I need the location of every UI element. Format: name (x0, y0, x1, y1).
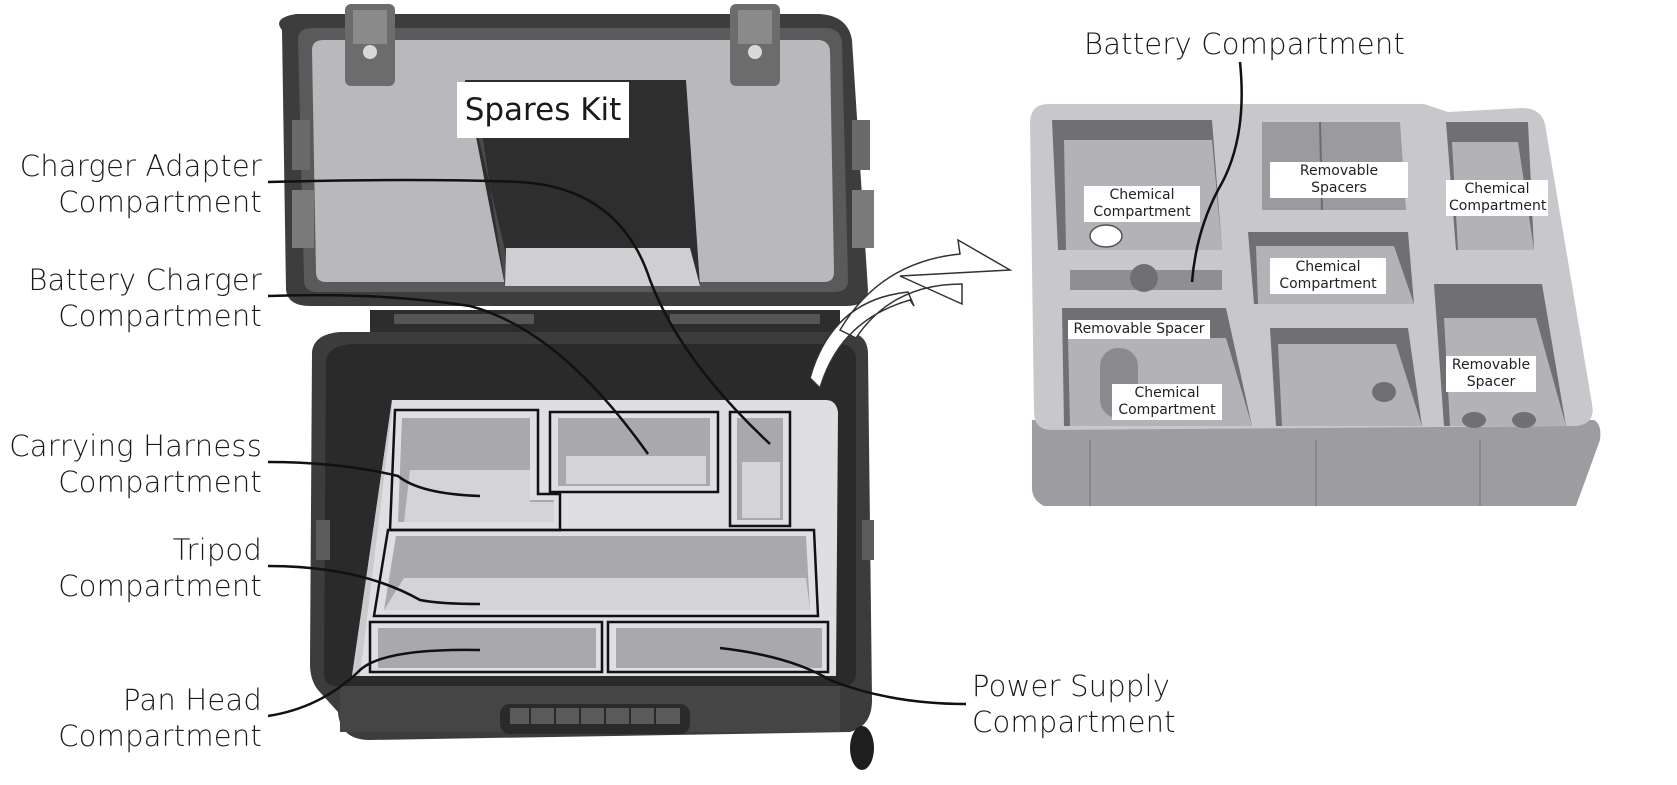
battery-compartment-label: Battery Compartment (1084, 27, 1406, 61)
leader-pan-head (267, 648, 481, 718)
chemical-compartment-tag-2: Chemical Compartment (1446, 180, 1548, 216)
label-line: Pan Head (123, 683, 262, 717)
removable-spacer-tag-1: Removable Spacer (1068, 320, 1210, 339)
label-line: Compartment (58, 185, 262, 219)
charger-adapter-label: Charger Adapter Compartment (10, 148, 262, 220)
tag-line: Removable (1451, 357, 1531, 373)
removable-spacer-tag-2: Removable Spacer (1446, 356, 1536, 392)
tag-line: Chemical (1134, 385, 1200, 401)
tripod-label: Tripod Compartment (10, 532, 262, 604)
label-line: Power Supply (972, 669, 1171, 703)
tag-line: Compartment (1279, 276, 1377, 292)
carrying-harness-label: Carrying Harness Compartment (4, 428, 262, 500)
tag-line: Compartment (1093, 204, 1191, 220)
label-line: Compartment (58, 465, 262, 499)
spares-kit-label: Spares Kit (457, 82, 629, 138)
curved-arrow (809, 238, 1013, 390)
label-line: Battery Charger (28, 263, 262, 297)
tag-line: Chemical (1109, 187, 1175, 203)
chemical-compartment-tag-4: Chemical Compartment (1112, 384, 1222, 420)
pan-head-label: Pan Head Compartment (10, 682, 262, 754)
leader-battery-compartment (1190, 61, 1243, 283)
case-lid (279, 4, 874, 306)
label-line: Compartment (972, 705, 1176, 739)
label-line: Compartment (58, 719, 262, 753)
tag-line: Chemical (1464, 181, 1530, 197)
leader-lines (267, 61, 1243, 718)
battery-charger-label: Battery Charger Compartment (10, 262, 262, 334)
label-line: Tripod (172, 533, 262, 567)
leader-tripod (267, 564, 481, 606)
tag-line: Compartment (1449, 198, 1547, 214)
label-line: Carrying Harness (9, 429, 262, 463)
tag-line: Spacer (1466, 374, 1516, 390)
label-line: Compartment (58, 299, 262, 333)
case-hinge-strip (370, 310, 840, 332)
power-supply-label: Power Supply Compartment (972, 668, 1232, 740)
case-foam-insert (352, 400, 838, 676)
label-line: Compartment (58, 569, 262, 603)
chemical-compartment-tag-1: Chemical Compartment (1084, 186, 1200, 222)
tag-line: Chemical (1295, 259, 1361, 275)
leader-battery-charger (267, 293, 650, 455)
leader-power-supply (719, 646, 967, 706)
removable-spacers-tag: Removable Spacers (1270, 162, 1408, 198)
label-line: Charger Adapter (19, 149, 262, 183)
tag-line: Compartment (1118, 402, 1216, 418)
leader-charger-adapter (267, 178, 771, 445)
leader-carrying-harness (267, 460, 481, 498)
chemical-compartment-tag-3: Chemical Compartment (1270, 258, 1386, 294)
